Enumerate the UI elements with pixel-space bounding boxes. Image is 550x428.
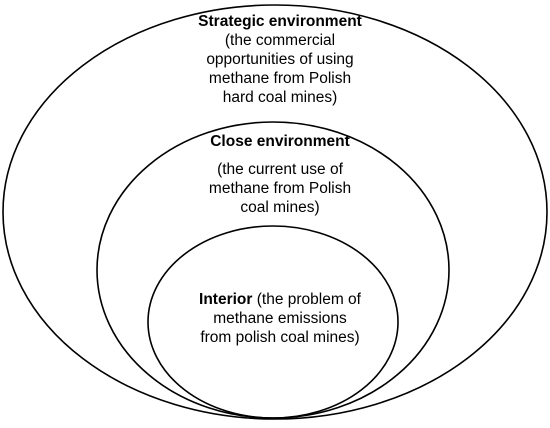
strategic-description-line: (the commercial (224, 32, 336, 49)
strategic-environment-ellipse (2, 4, 548, 420)
interior-description-line: from polish coal mines) (200, 329, 360, 346)
close-environment-label: Close environment (150, 132, 410, 151)
strategic-description-line: opportunities of using (206, 51, 354, 68)
close-environment-title: Close environment (210, 133, 350, 150)
interior-ellipse (147, 225, 399, 419)
strategic-description-line: hard coal mines) (222, 89, 338, 106)
interior-description-line: methane emissions (213, 310, 347, 327)
close-description-line: coal mines) (240, 199, 320, 216)
close-environment-description: (the current use of methane from Polish … (150, 160, 410, 217)
close-description-line: methane from Polish (208, 180, 352, 197)
interior-title: Interior (199, 291, 253, 308)
strategic-environment-label: Strategic environment (the commercial op… (150, 12, 410, 107)
close-description-line: (the current use of (217, 161, 343, 178)
strategic-environment-title: Strategic environment (198, 13, 362, 30)
interior-label: Interior (the problem of methane emissio… (180, 290, 380, 347)
strategic-description-line: methane from Polish (208, 70, 352, 87)
interior-title-suffix: (the problem of (252, 291, 361, 308)
